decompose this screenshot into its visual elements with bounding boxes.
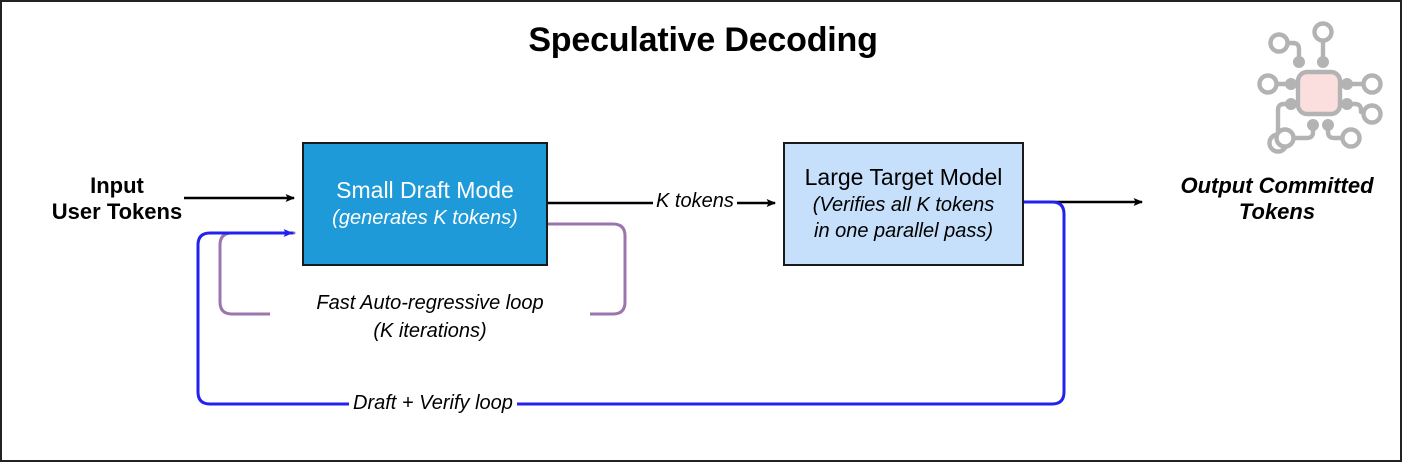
- output-tokens-label: Output Committed Tokens: [1180, 173, 1374, 224]
- k-tokens-edge-label: K tokens: [653, 190, 737, 214]
- edge-draft-verify-loop: [196, 200, 1066, 406]
- target-model-subtitle-line2: in one parallel pass): [814, 220, 993, 242]
- draft-model-subtitle: (generates K tokens): [332, 206, 518, 229]
- input-tokens-label: Input User Tokens: [51, 173, 183, 224]
- page-title: Speculative Decoding: [528, 21, 878, 59]
- draft-model-title: Small Draft Mode: [336, 176, 514, 203]
- draft-verify-loop-label: Draft + Verify loop: [349, 392, 517, 416]
- node-small-draft-model[interactable]: Small Draft Mode (generates K tokens): [302, 142, 548, 266]
- target-model-title: Large Target Model: [804, 163, 1003, 190]
- target-model-subtitle-line1: (Verifies all K tokens: [812, 193, 995, 216]
- node-large-target-model[interactable]: Large Target Model (Verifies all K token…: [783, 142, 1024, 266]
- cpu-chip-icon: [1257, 21, 1383, 154]
- fast-auto-regressive-loop-label: Fast Auto-regressive loop (K iterations): [270, 290, 590, 346]
